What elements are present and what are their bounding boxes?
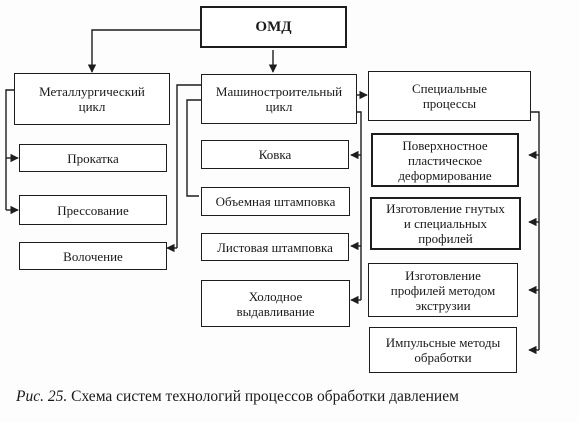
figure-number: Рис. 25. (16, 388, 68, 405)
machine-building-to-volochenie-connector (176, 84, 201, 248)
machine-building-left-stub (186, 99, 201, 197)
machine-building-right-spine (357, 111, 362, 300)
figure-caption: Рис. 25. Схема систем технологий процесс… (16, 388, 572, 406)
node-kholodnoe-vydavlivanie: Холодное выдавливание (201, 280, 350, 327)
node-poverkhnostnoe-deformirovanie: Поверхностное пластическое деформировани… (371, 133, 519, 187)
node-prokatka: Прокатка (19, 144, 167, 172)
node-pressovanie: Прессование (19, 195, 167, 225)
node-ekstruziya: Изготовление профилей методом экструзии (368, 263, 518, 317)
node-gnutye-profili: Изготовление гнутых и специальных профил… (370, 197, 521, 250)
group-special-processes: Специальные процессы (368, 71, 531, 121)
node-listovaya-shtampovka: Листовая штамповка (201, 233, 349, 261)
group-metallurgical-cycle: Металлургический цикл (14, 73, 170, 125)
node-kovka: Ковка (201, 140, 349, 169)
root-node: ОМД (200, 6, 347, 48)
metallurgical-spine (5, 89, 14, 210)
node-volochenie: Волочение (19, 242, 167, 270)
group-machine-building-cycle: Машиностроительный цикл (201, 74, 357, 124)
node-impulsnye-metody: Импульсные методы обработки (369, 327, 517, 373)
special-spine (531, 111, 540, 350)
node-obemnaya-shtampovka: Объемная штамповка (201, 187, 350, 216)
figure-caption-text: Схема систем технологий процессов обрабо… (71, 388, 459, 405)
root-to-metallurgical-arrow (87, 29, 200, 73)
